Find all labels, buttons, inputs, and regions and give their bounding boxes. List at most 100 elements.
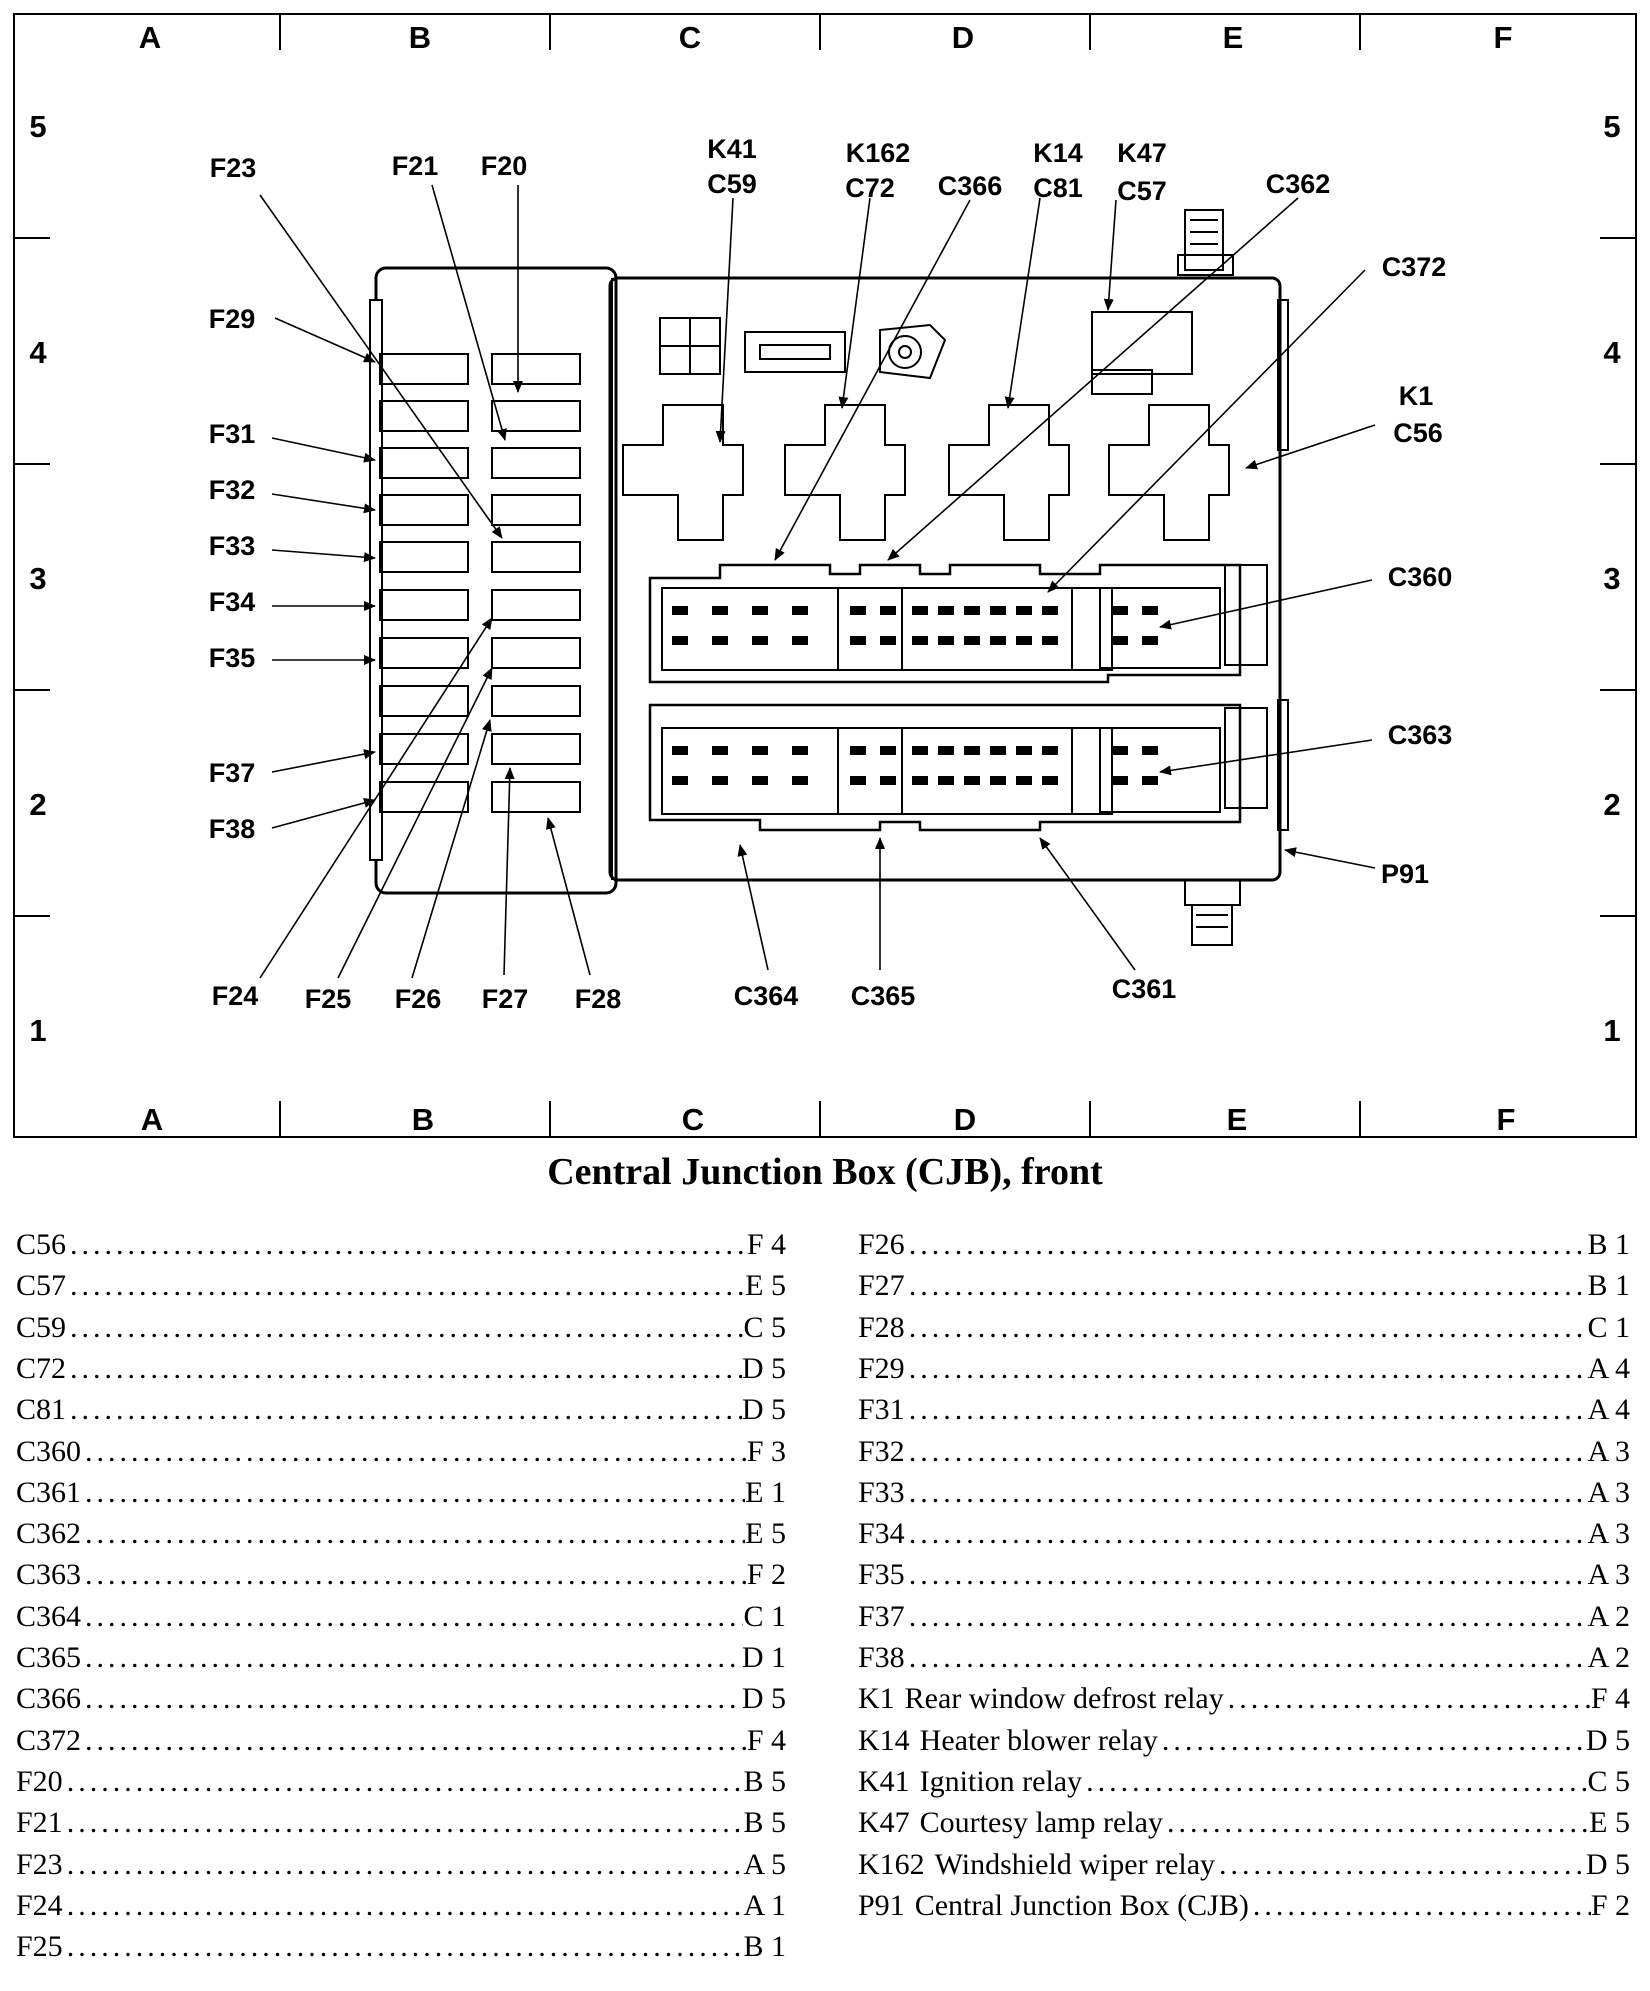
row-label-right-5: 5: [1603, 109, 1620, 144]
col-label-bottom-f: F: [1497, 1102, 1516, 1137]
connector-pin: [1016, 636, 1032, 645]
label-p91: P91: [1381, 859, 1429, 889]
connector-pin: [880, 746, 896, 755]
index-leader-dots: [905, 1311, 1588, 1345]
row-label-left-3: 3: [29, 561, 46, 596]
connector-pins: [672, 606, 1158, 785]
label-c363: C363: [1388, 720, 1453, 750]
col-label-top-e: E: [1223, 20, 1244, 55]
index-code: P91: [858, 1888, 905, 1922]
index-leader-dots: [1163, 1806, 1589, 1840]
label-k1: K1: [1399, 381, 1434, 411]
connector-pin: [672, 746, 688, 755]
index-row: C72D 5: [16, 1352, 786, 1392]
connector-pin: [672, 636, 688, 645]
row-label-right-2: 2: [1603, 787, 1620, 822]
index-leader-dots: [66, 1269, 745, 1303]
label-c362: C362: [1266, 169, 1331, 199]
index-code: F35: [858, 1558, 905, 1592]
index-grid-location: A 4: [1587, 1351, 1630, 1385]
connector-pin: [850, 636, 866, 645]
index-leader-dots: [905, 1517, 1588, 1551]
label-f33: F33: [209, 531, 256, 561]
index-code: C59: [16, 1310, 67, 1344]
index-grid-location: A 1: [743, 1888, 786, 1922]
index-row: F23A 5: [16, 1848, 786, 1888]
index-grid-location: F 4: [746, 1723, 786, 1757]
index-code: C361: [16, 1475, 82, 1509]
index-grid-location: B 5: [743, 1764, 786, 1798]
index-code: F20: [16, 1764, 63, 1798]
connector-pin: [1042, 606, 1058, 615]
connector-pin: [1042, 776, 1058, 785]
label-f25: F25: [305, 984, 352, 1014]
connector-pin: [1112, 606, 1128, 615]
connector-pin: [990, 776, 1006, 785]
index-leader-dots: [1249, 1889, 1591, 1923]
index-grid-location: A 3: [1587, 1558, 1630, 1592]
index-code: F24: [16, 1888, 63, 1922]
label-c360: C360: [1388, 562, 1453, 592]
index-leader-dots: [66, 1311, 743, 1345]
connector-pin: [880, 776, 896, 785]
connector-pin: [990, 746, 1006, 755]
index-row: C363F 2: [16, 1558, 786, 1598]
connector-pin: [938, 606, 954, 615]
connector-pin: [672, 606, 688, 615]
index-row: C366 D 5: [16, 1682, 786, 1722]
index-code: C366: [16, 1682, 82, 1716]
index-code: F37: [858, 1599, 905, 1633]
index-row: F29A 4: [858, 1352, 1630, 1392]
label-k41: K41: [707, 134, 757, 164]
index-grid-location: F 4: [1590, 1682, 1630, 1716]
index-description: Courtesy lamp relay: [919, 1806, 1163, 1840]
index-grid-location: A 3: [1587, 1434, 1630, 1468]
label-f38: F38: [209, 814, 256, 844]
index-row: F34A 3: [858, 1517, 1630, 1557]
index-grid-location: B 1: [1587, 1269, 1630, 1303]
index-code: K162: [858, 1847, 925, 1881]
row-label-left-4: 4: [29, 335, 47, 370]
index-leader-dots: [66, 1393, 742, 1427]
index-leader-dots: [905, 1558, 1588, 1592]
index-description: Ignition relay: [919, 1764, 1083, 1798]
index-leader-dots: [81, 1724, 747, 1758]
relay-sockets: [622, 404, 1230, 541]
connector-pin: [672, 776, 688, 785]
index-row: F26B 1: [858, 1228, 1630, 1268]
index-grid-location: D 1: [741, 1641, 786, 1674]
index-row: F27B 1: [858, 1269, 1630, 1309]
connector-pin: [990, 636, 1006, 645]
index-grid-location: A 5: [743, 1847, 786, 1881]
index-code: F38: [858, 1641, 905, 1674]
connector-pin: [938, 636, 954, 645]
index-row: C57E 5: [16, 1269, 786, 1309]
col-label-bottom-b: B: [412, 1102, 434, 1137]
index-leader-dots: [1158, 1724, 1586, 1758]
index-description: Windshield wiper relay: [934, 1847, 1216, 1881]
index-grid-location: A 2: [1587, 1641, 1630, 1674]
index-grid-location: F 3: [746, 1434, 786, 1468]
connector-pin: [912, 636, 928, 645]
connector-pin: [1112, 746, 1128, 755]
connector-pin: [1142, 606, 1158, 615]
row-label-right-3: 3: [1603, 561, 1620, 596]
index-leader-dots: [66, 1228, 747, 1262]
connector-pin: [880, 636, 896, 645]
index-leader-dots: [905, 1641, 1588, 1675]
index-leader-dots: [905, 1228, 1588, 1262]
col-label-bottom-e: E: [1227, 1102, 1248, 1137]
index-description: Central Junction Box (CJB): [914, 1888, 1249, 1922]
index-grid-location: D 5: [741, 1682, 786, 1716]
index-leader-dots: [63, 1889, 744, 1923]
fuse-slots-left: [379, 353, 469, 813]
connector-pin: [964, 636, 980, 645]
connector-pin: [752, 606, 768, 615]
connector-pin: [712, 636, 728, 645]
index-description: Rear window defrost relay: [904, 1682, 1224, 1716]
diagram-caption: Central Junction Box (CJB), front: [547, 1151, 1103, 1193]
connector-pin: [792, 746, 808, 755]
index-row: C59C 5: [16, 1311, 786, 1351]
